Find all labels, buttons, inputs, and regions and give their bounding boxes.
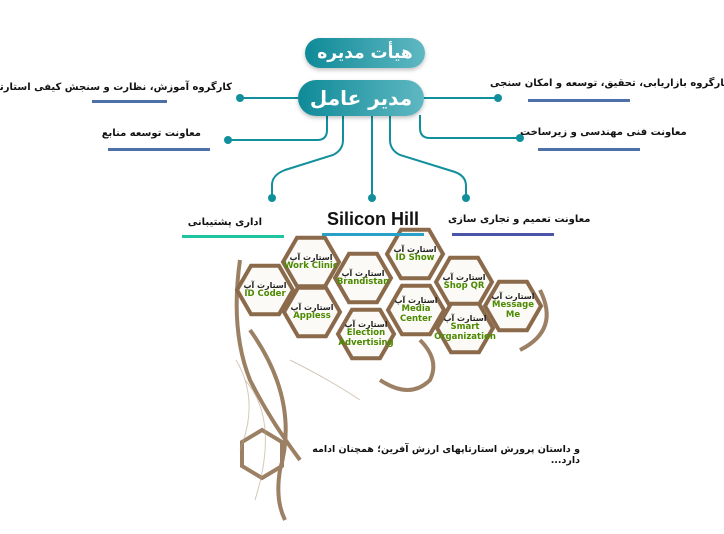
startup-prefix: استارت آپ (491, 292, 535, 302)
ceo-box: مدیر عامل (298, 80, 424, 116)
startup-hexagon (335, 307, 397, 361)
label-training-group: کارگروه آموزش، نظارت و سنجش کیفی استارتا… (0, 82, 232, 93)
startup-name: ID Coder (244, 288, 286, 299)
label-commercialization: معاونت تعمیم و تجاری سازی (448, 214, 591, 225)
label-silicon-hill: Silicon Hill (326, 209, 419, 229)
footer-text: و داستان پرورش استارتاپهای ارزش آفرین؛ ه… (312, 444, 580, 466)
startup-name: Brandistan (336, 276, 390, 287)
startup-name: Smart Organization (434, 322, 496, 342)
underline-bar (452, 233, 554, 236)
label-resources: معاونت توسعه منابع (101, 128, 201, 139)
startup-hexagon (385, 283, 447, 337)
label-marketing-group: کارگروه بازاریابی، تحقیق، توسعه و امکان … (490, 78, 724, 89)
startup-name: Message Me (492, 300, 534, 320)
underline-bar (92, 100, 167, 103)
startup-hexagon (234, 263, 296, 317)
underline-bar (322, 233, 424, 236)
startup-prefix: استارت آپ (393, 244, 437, 254)
startup-prefix: استارت آپ (443, 314, 487, 324)
startup-name: Election Advertising (338, 328, 394, 348)
startup-name: Shop QR (443, 280, 485, 291)
startup-name: Appless (293, 310, 331, 321)
label-support: اداری پشتیبانی (187, 217, 262, 228)
startup-prefix: استارت آپ (290, 302, 334, 312)
underline-bar (538, 148, 640, 151)
startup-hexagon (482, 279, 544, 333)
underline-bar (528, 99, 630, 102)
startup-prefix: استارت آپ (341, 268, 385, 278)
startup-name: Work Clinic (284, 260, 338, 271)
startup-name: ID Show (395, 252, 435, 263)
startup-hexagon (434, 301, 496, 355)
startup-prefix: استارت آپ (289, 252, 333, 262)
underline-bar (182, 235, 284, 238)
startup-prefix: استارت آپ (344, 320, 388, 330)
startup-prefix: استارت آپ (442, 272, 486, 282)
label-engineering: معاونت فنی مهندسی و زیرساخت (520, 127, 687, 138)
startup-name: Media Center (399, 304, 433, 324)
startup-prefix: استارت آپ (394, 296, 438, 306)
startup-hexagon (384, 227, 446, 281)
startup-hexagon (332, 251, 394, 305)
startup-prefix: استارت آپ (243, 280, 287, 290)
board-box: هیأت مدیره (305, 38, 425, 68)
startup-hexagon (281, 285, 343, 339)
underline-bar (108, 148, 210, 151)
